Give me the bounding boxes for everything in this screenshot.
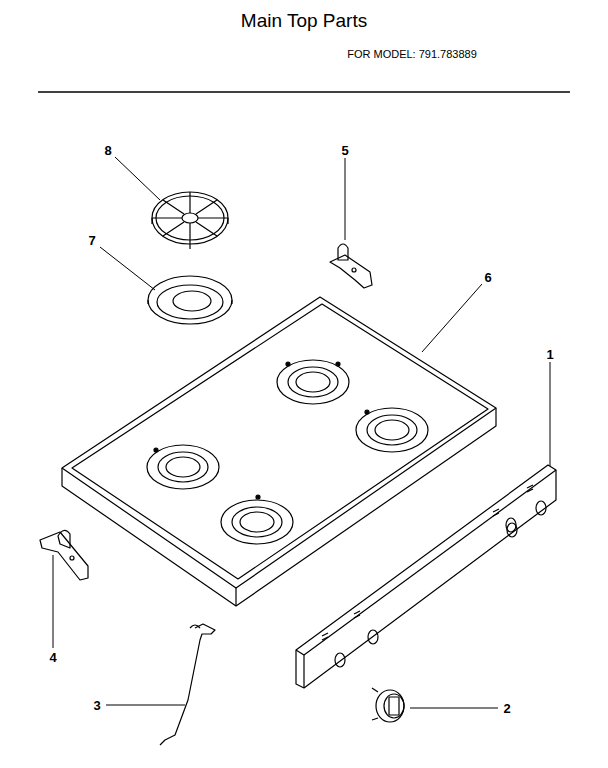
callout-number: 2 (501, 701, 512, 716)
callout-number: 8 (102, 143, 113, 158)
control-knob (372, 688, 404, 722)
callout-number: 4 (47, 650, 58, 665)
support-rod (160, 624, 215, 745)
burner-grate (152, 192, 228, 249)
hinge-bracket (330, 244, 372, 288)
model-number: FOR MODEL: 791.783889 (345, 48, 479, 61)
drip-pan (148, 276, 232, 324)
control-panel (296, 465, 556, 688)
diagram-title: Main Top Parts (239, 10, 369, 31)
burner-openings (147, 360, 428, 544)
callout-number: 3 (91, 698, 102, 713)
header-rule (38, 91, 570, 92)
callout-number: 1 (544, 347, 555, 362)
callout-number: 6 (482, 270, 493, 285)
support-bracket (40, 530, 88, 580)
callout-number: 7 (86, 233, 97, 248)
callout-number: 5 (339, 143, 350, 158)
leader-lines (53, 157, 550, 708)
